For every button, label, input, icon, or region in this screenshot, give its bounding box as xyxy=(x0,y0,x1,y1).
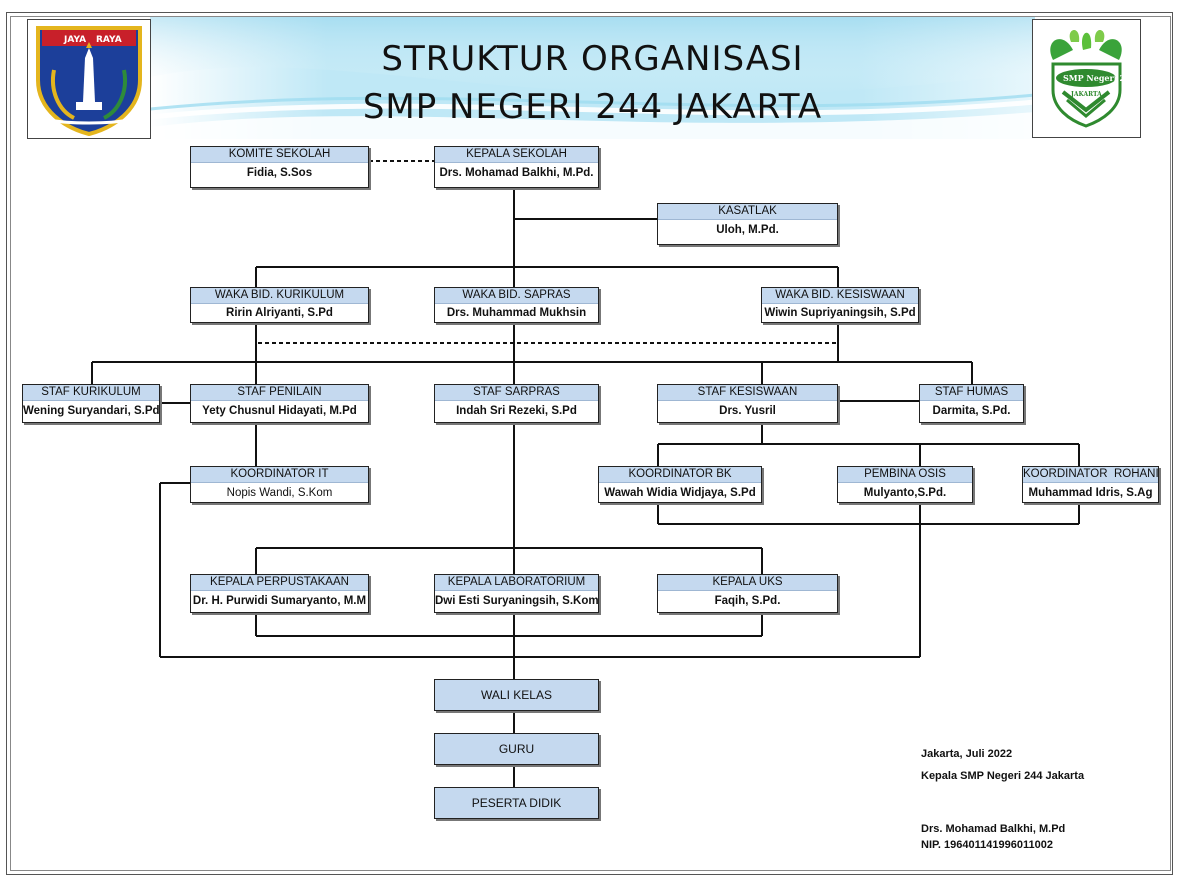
role-label: STAF HUMAS xyxy=(920,385,1023,401)
org-box-kasatlak: KASATLAK Uloh, M.Pd. xyxy=(657,203,838,245)
role-label: KOMITE SEKOLAH xyxy=(191,147,368,163)
org-box-staf-humas: STAF HUMAS Darmita, S.Pd. xyxy=(919,384,1024,423)
org-box-koordinator-rohani: KOORDINATOR ROHANI Muhammad Idris, S.Ag xyxy=(1022,466,1159,503)
jakarta-emblem-icon: JAYA RAYA xyxy=(36,26,142,137)
signature-place-date: Jakarta, Juli 2022 xyxy=(921,748,1013,760)
person-name: Wiwin Supriyaningsih, S.Pd xyxy=(764,307,916,319)
person-name: Nopis Wandi, S.Kom xyxy=(226,487,333,499)
org-box-peserta-didik: PESERTA DIDIK xyxy=(434,787,599,819)
org-box-staf-penilaian: STAF PENILAIN Yety Chusnul Hidayati, M.P… xyxy=(190,384,369,423)
signature-nip: NIP. 196401141996011002 xyxy=(921,839,1053,851)
person-name: Dwi Esti Suryaningsih, S.Kom xyxy=(435,595,599,607)
role-label: STAF PENILAIN xyxy=(191,385,368,401)
person-name: Faqih, S.Pd. xyxy=(714,595,781,607)
role-label: KEPALA SEKOLAH xyxy=(435,147,598,163)
page-title-line-1: STRUKTUR ORGANISASI xyxy=(381,39,804,79)
page-title-line-2: SMP NEGERI 244 JAKARTA xyxy=(362,87,823,127)
role-label: KOORDINATOR IT xyxy=(191,467,368,483)
role-label: KOORDINATOR BK xyxy=(599,467,761,483)
org-box-koordinator-bk: KOORDINATOR BK Wawah Widia Widjaya, S.Pd xyxy=(598,466,762,503)
person-name: Fidia, S.Sos xyxy=(246,167,313,179)
person-name: Muhammad Idris, S.Ag xyxy=(1028,487,1153,499)
org-box-komite: KOMITE SEKOLAH Fidia, S.Sos xyxy=(190,146,369,188)
person-name: Drs. Mohamad Balkhi, M.Pd. xyxy=(439,167,594,179)
person-name: Drs. Muhammad Mukhsin xyxy=(446,307,587,319)
role-label: KOORDINATOR ROHANI xyxy=(1023,467,1159,483)
org-box-staf-kurikulum: STAF KURIKULUM Wening Suryandari, S.Pd xyxy=(22,384,160,423)
person-name: Uloh, M.Pd. xyxy=(716,224,779,236)
school-logo: SMP Negeri 244 JAKARTA xyxy=(1032,19,1141,138)
page-border-inner xyxy=(10,16,1171,871)
svg-text:JAKARTA: JAKARTA xyxy=(1070,91,1102,98)
role-label: KEPALA PERPUSTAKAAN xyxy=(191,575,368,591)
person-name: Ririn Alriyanti, S.Pd xyxy=(226,307,333,319)
role-label: KEPALA LABORATORIUM xyxy=(435,575,598,591)
role-label: KASATLAK xyxy=(658,204,837,220)
role-label: STAF KURIKULUM xyxy=(23,385,159,401)
svg-text:RAYA: RAYA xyxy=(96,35,122,45)
role-label: STAF SARPRAS xyxy=(435,385,598,401)
org-box-kepala-uks: KEPALA UKS Faqih, S.Pd. xyxy=(657,574,838,613)
org-box-waka-kesiswaan: WAKA BID. KESISWAAN Wiwin Supriyaningsih… xyxy=(761,287,919,323)
role-label: KEPALA UKS xyxy=(658,575,837,591)
signature-position: Kepala SMP Negeri 244 Jakarta xyxy=(921,770,1085,782)
org-box-staf-sarpras: STAF SARPRAS Indah Sri Rezeki, S.Pd xyxy=(434,384,599,423)
org-box-waka-sapras: WAKA BID. SAPRAS Drs. Muhammad Mukhsin xyxy=(434,287,599,323)
person-name: Darmita, S.Pd. xyxy=(932,405,1011,417)
page-border-outer xyxy=(6,12,1173,875)
person-name: Mulyanto,S.Pd. xyxy=(863,487,947,499)
svg-text:JAYA: JAYA xyxy=(63,35,86,45)
signature-name: Drs. Mohamad Balkhi, M.Pd xyxy=(921,823,1066,835)
jakarta-emblem-logo: JAYA RAYA xyxy=(27,19,151,139)
person-name: Drs. Yusril xyxy=(719,405,776,417)
person-name: Dr. H. Purwidi Sumaryanto, M.M xyxy=(192,595,367,607)
person-name: Wening Suryandari, S.Pd xyxy=(23,405,160,417)
person-name: Indah Sri Rezeki, S.Pd xyxy=(456,405,577,417)
svg-text:SMP Negeri 244: SMP Negeri 244 xyxy=(1063,73,1137,83)
role-label: WAKA BID. KURIKULUM xyxy=(191,288,368,304)
banner-background xyxy=(150,17,1035,139)
role-label: WAKA BID. SAPRAS xyxy=(435,288,598,304)
header-banner: STRUKTUR ORGANISASI SMP NEGERI 244 JAKAR… xyxy=(150,17,1035,139)
org-box-guru: GURU xyxy=(434,733,599,765)
org-box-staf-kesiswaan: STAF KESISWAAN Drs. Yusril xyxy=(657,384,838,423)
person-name: Yety Chusnul Hidayati, M.Pd xyxy=(202,405,357,417)
org-box-koordinator-it: KOORDINATOR IT Nopis Wandi, S.Kom xyxy=(190,466,369,503)
org-box-kepala-laboratorium: KEPALA LABORATORIUM Dwi Esti Suryaningsi… xyxy=(434,574,599,613)
org-box-kepala-sekolah: KEPALA SEKOLAH Drs. Mohamad Balkhi, M.Pd… xyxy=(434,146,599,188)
smp-244-logo-icon: SMP Negeri 244 JAKARTA xyxy=(1050,29,1137,128)
org-box-waka-kurikulum: WAKA BID. KURIKULUM Ririn Alriyanti, S.P… xyxy=(190,287,369,323)
role-label: PEMBINA OSIS xyxy=(838,467,972,483)
org-box-kepala-perpustakaan: KEPALA PERPUSTAKAAN Dr. H. Purwidi Sumar… xyxy=(190,574,369,613)
org-box-wali-kelas: WALI KELAS xyxy=(434,679,599,711)
role-label: WAKA BID. KESISWAAN xyxy=(762,288,918,304)
person-name: Wawah Widia Widjaya, S.Pd xyxy=(604,487,756,499)
role-label: STAF KESISWAAN xyxy=(658,385,837,401)
org-box-pembina-osis: PEMBINA OSIS Mulyanto,S.Pd. xyxy=(837,466,973,503)
